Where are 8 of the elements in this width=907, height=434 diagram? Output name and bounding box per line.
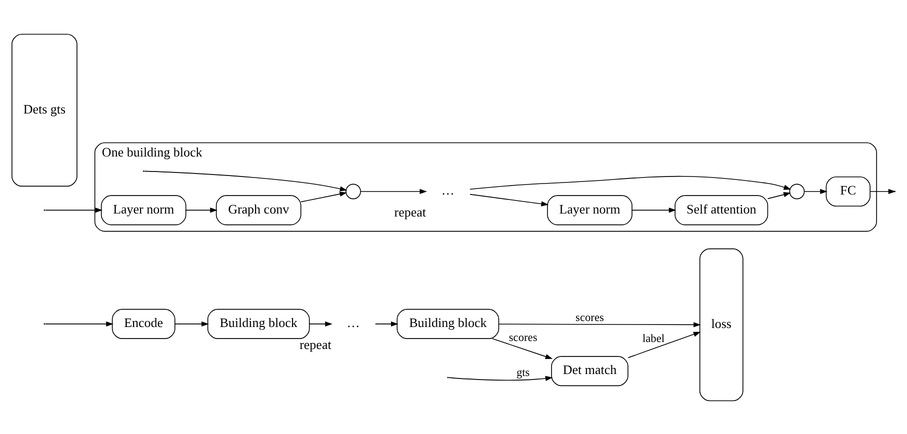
edge-label: label	[642, 332, 665, 344]
edge-label: scores	[508, 332, 538, 344]
node-text: …	[441, 182, 454, 198]
node-label: repeat	[300, 336, 332, 352]
edge-label: scores	[576, 311, 604, 324]
node-label: repeat	[394, 204, 426, 220]
node-text: …	[346, 314, 360, 330]
edge-label: gts	[516, 366, 530, 379]
